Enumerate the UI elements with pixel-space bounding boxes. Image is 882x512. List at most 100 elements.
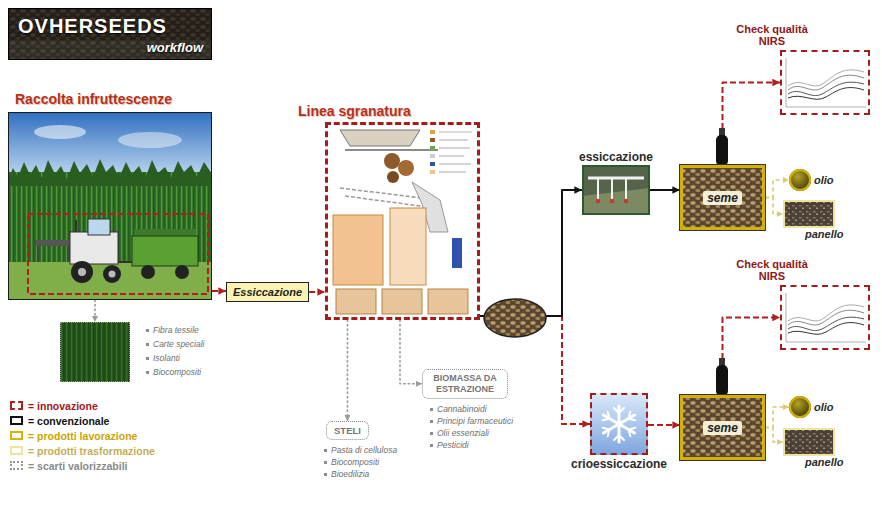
step-heading: crioessiccazione xyxy=(571,457,667,471)
nirs-spectrum-chart-part xyxy=(780,285,870,350)
freeze-drying-picture-part-part-part xyxy=(603,412,612,423)
legend-entry: = prodotti trasformazione xyxy=(10,443,155,458)
threshing-machine-drawing-part-part xyxy=(439,155,464,156)
product-label: olio xyxy=(814,401,834,413)
flow-connector xyxy=(723,318,781,396)
product-label: panello xyxy=(805,228,844,240)
freeze-drying-picture-part-part-part xyxy=(626,425,635,436)
nirs-spectrum-chart-part xyxy=(788,323,864,335)
legend-entry: = convenzionale xyxy=(10,413,155,428)
list-item: Pasta di cellulosa xyxy=(323,445,397,456)
threshing-machine-drawing-part xyxy=(336,289,376,314)
fibre-picture-part xyxy=(60,322,130,382)
legend-entry: = scarti valorizzabili xyxy=(10,458,155,473)
tractor-drawing-part xyxy=(175,265,189,279)
threshing-machine-drawing-part xyxy=(430,146,435,150)
logo-background-part xyxy=(8,8,212,60)
threshing-machine-drawing-part xyxy=(333,215,383,285)
logo-subtitle: workflow xyxy=(147,40,203,55)
nirs-spectrum-chart-part xyxy=(788,305,864,321)
tractor-drawing-part xyxy=(71,261,93,283)
flow-connector xyxy=(480,190,582,316)
legend-text: = prodotti trasformazione xyxy=(28,445,155,457)
list-item: Biocompositi xyxy=(323,457,379,468)
nirs-spectrum-chart-part xyxy=(786,342,866,343)
flow-connector xyxy=(648,424,680,426)
fibre-picture xyxy=(60,322,130,382)
harvest-field-picture-part xyxy=(118,132,182,148)
freeze-drying-picture-part-part xyxy=(603,408,636,440)
step-heading: essiccazione xyxy=(579,150,653,164)
drying-photo-part xyxy=(597,178,599,200)
threshing-machine-drawing-part xyxy=(428,289,468,314)
list-item: Isolanti xyxy=(145,353,180,364)
threshing-machine-drawing-part-part xyxy=(439,139,468,140)
threshing-machine-drawing-part xyxy=(430,162,435,166)
nirs-spectrum-chart-part xyxy=(788,317,864,330)
legend-swatch xyxy=(10,401,23,410)
flow-connector xyxy=(347,320,349,421)
threshing-machine-drawing-part xyxy=(387,171,399,183)
threshing-machine-drawing-part-part xyxy=(439,163,471,164)
nirs-spectrum-chart-part xyxy=(786,58,787,107)
product-label: panello xyxy=(805,456,844,468)
flow-connector xyxy=(400,320,422,384)
legend-swatch xyxy=(10,416,23,425)
harvest-field-picture-part xyxy=(8,172,212,300)
legend-swatch xyxy=(10,446,23,455)
fibre-box: Fibra tessileCarte specialiIsolantiBioco… xyxy=(60,322,130,382)
legend-text: = scarti valorizzabili xyxy=(28,460,128,472)
threshing-machine-drawing-part-part xyxy=(439,131,472,132)
machine-box: Linea sgranatura xyxy=(325,122,480,320)
product-label: olio xyxy=(814,174,834,186)
byproduct-box: BIOMASSA DA ESTRAZIONECannabinoidiPrinci… xyxy=(422,369,508,399)
oil-circle: olio xyxy=(789,169,811,191)
drying-photo-part xyxy=(596,199,600,203)
seed-box: seme xyxy=(680,165,765,230)
byproduct-heading: STELI xyxy=(334,425,361,436)
flow-connector xyxy=(309,291,325,293)
tractor-drawing-part xyxy=(75,220,77,232)
list-item: Olii essenziali xyxy=(429,428,489,439)
drying-photo-part xyxy=(610,199,614,203)
tractor-drawing-part xyxy=(103,265,121,283)
seed-cake-picture-part xyxy=(783,428,835,456)
section-heading: Raccolta infruttescenze xyxy=(15,91,172,107)
product-label: seme xyxy=(703,191,742,205)
freeze-drying-picture xyxy=(590,393,648,455)
nirs-spectrum-chart-part xyxy=(788,82,864,95)
tractor-drawing-part xyxy=(37,246,39,262)
drying-photo xyxy=(582,165,650,215)
photo-box: essiccazione xyxy=(582,165,650,215)
threshing-machine-drawing-part xyxy=(382,289,422,314)
list-item: Bioedilizia xyxy=(323,469,369,480)
seed-picture-part xyxy=(680,165,765,230)
threshing-machine-drawing-part-part xyxy=(439,147,470,148)
threshing-machine-drawing-part xyxy=(430,138,435,142)
harvest-field-picture-part xyxy=(34,125,86,139)
threshing-machine-drawing-part xyxy=(452,238,462,268)
seed-picture-part xyxy=(680,395,765,460)
flow-connector xyxy=(723,83,781,166)
tractor-drawing-part xyxy=(70,232,118,264)
threshing-machine-drawing-part xyxy=(390,208,426,285)
threshing-machine-drawing xyxy=(325,122,480,320)
threshing-machine-drawing-part xyxy=(325,122,480,320)
drying-photo-part xyxy=(582,188,650,215)
tractor-drawing xyxy=(36,219,198,283)
logo-text: OVHERSEEDS xyxy=(18,15,167,38)
legend-text: = convenzionale xyxy=(28,415,109,427)
process-box: Essiccazione xyxy=(226,282,309,302)
harvest-field-picture-part xyxy=(28,214,208,294)
legend-swatch xyxy=(10,431,23,440)
legend-swatch xyxy=(10,461,23,470)
freeze-drying-picture-part-part-part xyxy=(603,425,612,436)
legend: = innovazione= convenzionale= prodotti l… xyxy=(10,398,155,473)
flow-connector xyxy=(650,189,680,191)
byproduct-heading: BIOMASSA DA ESTRAZIONE xyxy=(427,373,503,395)
byproduct-box: STELIPasta di cellulosaBiocompositiBioed… xyxy=(326,421,369,440)
threshing-machine-drawing-part xyxy=(430,154,435,158)
threshing-machine-drawing-part xyxy=(340,130,420,146)
list-item: Pesticidi xyxy=(429,440,469,451)
